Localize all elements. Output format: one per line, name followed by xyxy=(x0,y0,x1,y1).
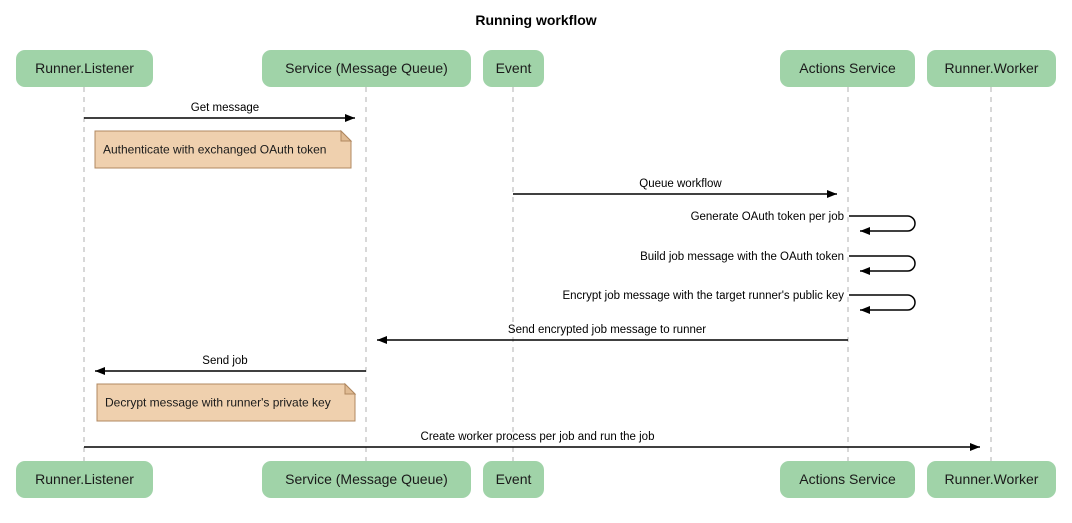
message-label: Build job message with the OAuth token xyxy=(640,251,844,263)
participant-label: Runner.Worker xyxy=(945,471,1039,487)
participant-runner-worker-top[interactable]: Runner.Worker xyxy=(927,50,1056,87)
participant-box xyxy=(483,461,544,498)
message-label: Queue workflow xyxy=(639,178,722,190)
page-title: Running workflow xyxy=(475,12,596,28)
note-body xyxy=(94,130,352,169)
message-send-encrypted-job-message[interactable]: Send encrypted job message to runner xyxy=(377,324,848,344)
participant-label: Runner.Worker xyxy=(945,60,1039,76)
message-label: Send encrypted job message to runner xyxy=(508,324,706,336)
participant-box xyxy=(927,461,1056,498)
message-encrypt-job-message[interactable]: Encrypt job message with the target runn… xyxy=(562,290,916,314)
participant-label: Actions Service xyxy=(799,471,896,487)
note-label: Authenticate with exchanged OAuth token xyxy=(103,143,326,157)
participant-runner-listener-top[interactable]: Runner.Listener xyxy=(16,50,153,87)
participant-box xyxy=(262,50,471,87)
self-loop-path xyxy=(849,294,916,314)
lifelines-group xyxy=(83,87,992,461)
note-authenticate-note[interactable]: Authenticate with exchanged OAuth token xyxy=(94,129,353,169)
participant-runner-listener-bottom[interactable]: Runner.Listener xyxy=(16,461,153,498)
participant-event-top[interactable]: Event xyxy=(483,50,544,87)
message-label: Encrypt job message with the target runn… xyxy=(562,290,844,302)
self-loop-path xyxy=(849,255,916,275)
message-build-job-message[interactable]: Build job message with the OAuth token xyxy=(640,251,916,275)
participant-box xyxy=(262,461,471,498)
participant-label: Event xyxy=(496,60,532,76)
participant-actions-service-top[interactable]: Actions Service xyxy=(780,50,915,87)
message-generate-oauth-token[interactable]: Generate OAuth token per job xyxy=(691,211,916,235)
participant-service-queue-top[interactable]: Service (Message Queue) xyxy=(262,50,471,87)
participant-box xyxy=(16,50,153,87)
note-fold-corner-icon xyxy=(344,382,357,395)
participant-box xyxy=(927,50,1056,87)
participant-box xyxy=(780,50,915,87)
participant-label: Runner.Listener xyxy=(35,60,134,76)
participant-label: Event xyxy=(496,471,532,487)
message-send-job[interactable]: Send job xyxy=(95,355,366,375)
participants-bottom-group: Runner.Listener Service (Message Queue) Ev… xyxy=(16,461,1056,498)
message-get-message[interactable]: Get message xyxy=(84,102,355,122)
participant-box xyxy=(780,461,915,498)
message-label: Send job xyxy=(202,355,247,367)
message-queue-workflow[interactable]: Queue workflow xyxy=(513,178,837,198)
message-label: Generate OAuth token per job xyxy=(691,211,844,223)
participant-label: Service (Message Queue) xyxy=(285,60,448,76)
note-decrypt-note[interactable]: Decrypt message with runner's private ke… xyxy=(96,382,357,422)
participant-label: Runner.Listener xyxy=(35,471,134,487)
participant-runner-worker-bottom[interactable]: Runner.Worker xyxy=(927,461,1056,498)
participants-top-group: Runner.Listener Service (Message Queue) Ev… xyxy=(16,50,1056,87)
note-label: Decrypt message with runner's private ke… xyxy=(105,396,331,410)
self-loop-path xyxy=(849,215,916,235)
participant-box xyxy=(16,461,153,498)
note-body xyxy=(96,383,356,422)
message-label: Get message xyxy=(191,102,259,114)
note-fold-corner-icon xyxy=(340,129,353,142)
message-create-worker-process[interactable]: Create worker process per job and run th… xyxy=(84,431,980,451)
notes-group: Authenticate with exchanged OAuth tokenD… xyxy=(94,129,357,422)
participant-box xyxy=(483,50,544,87)
participant-label: Service (Message Queue) xyxy=(285,471,448,487)
participant-event-bottom[interactable]: Event xyxy=(483,461,544,498)
participant-actions-service-bottom[interactable]: Actions Service xyxy=(780,461,915,498)
message-label: Create worker process per job and run th… xyxy=(421,431,655,443)
participant-label: Actions Service xyxy=(799,60,896,76)
participant-service-queue-bottom[interactable]: Service (Message Queue) xyxy=(262,461,471,498)
